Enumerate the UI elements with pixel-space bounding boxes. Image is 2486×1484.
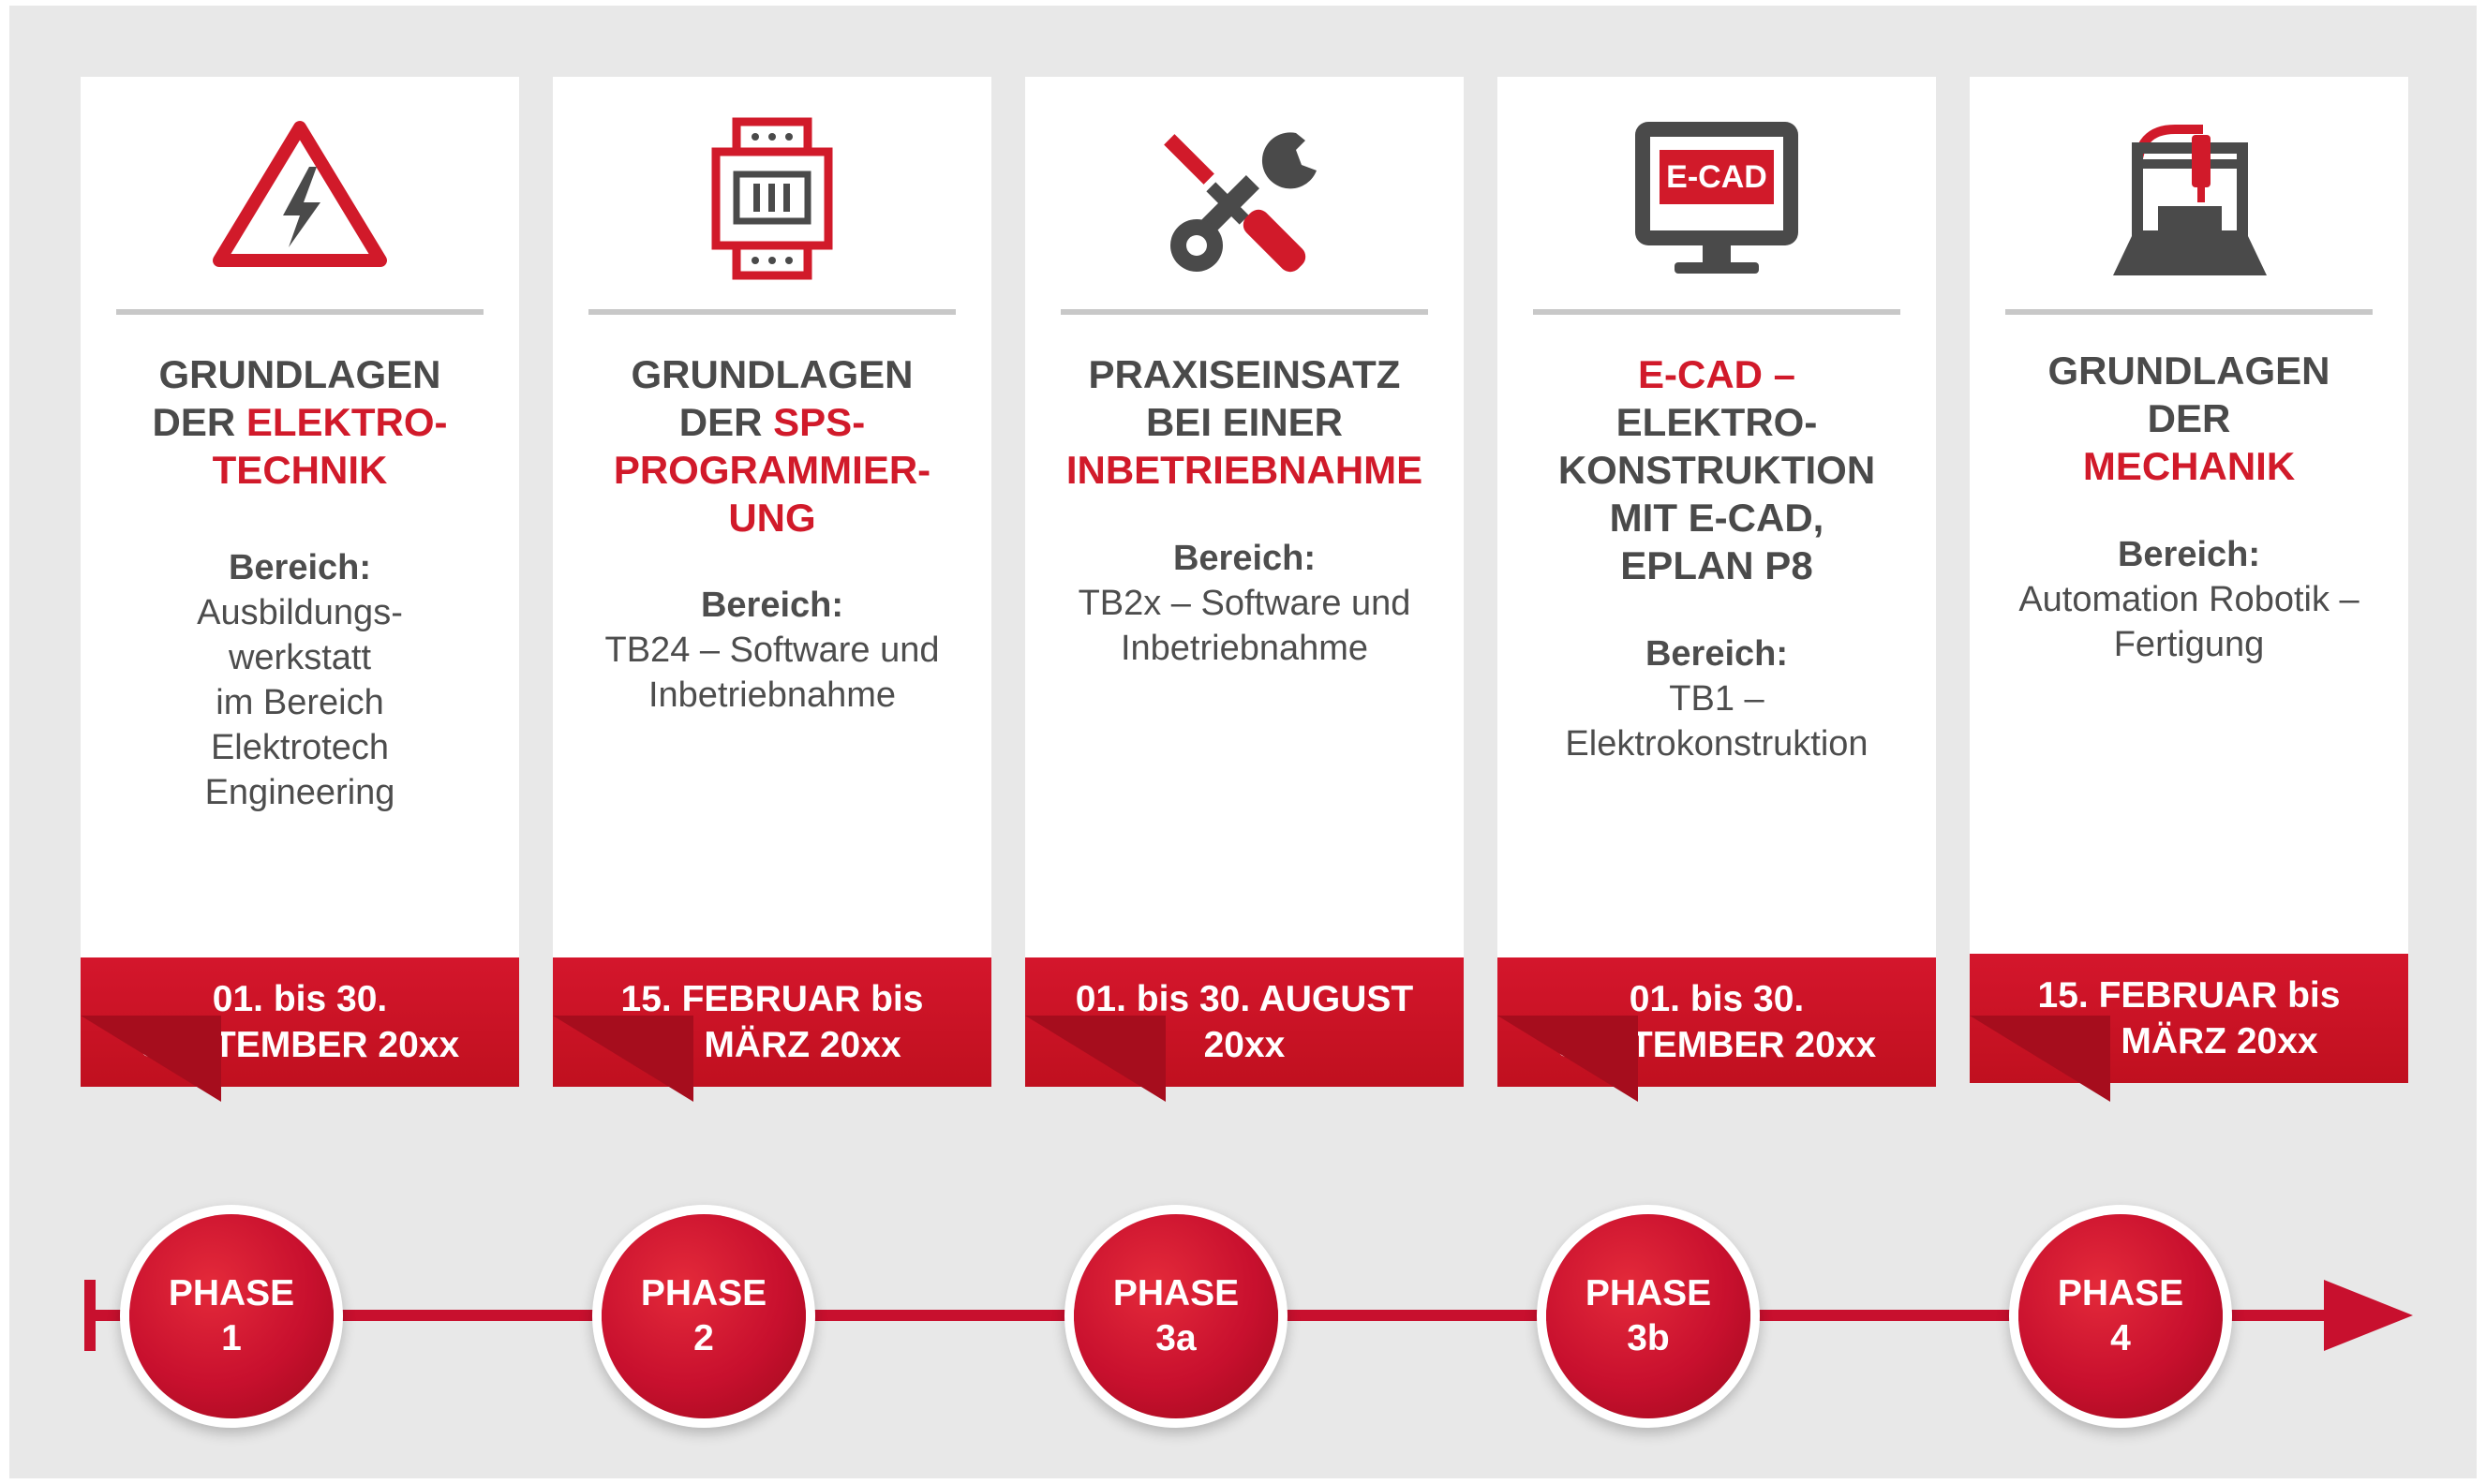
card-bereich: Bereich: Automation Robotik – Fertigung xyxy=(2018,535,2359,664)
card-title: E-CAD – ELEKTRO- KONSTRUKTION MIT E-CAD,… xyxy=(1557,352,1876,587)
card-bereich: Bereich: TB1 – Elektrokonstruktion xyxy=(1565,634,1868,764)
banner-fold xyxy=(1025,1016,1166,1102)
ecad-monitor-icon: E-CAD xyxy=(1497,114,1936,320)
banner-fold xyxy=(1970,1016,2110,1102)
timeline-infographic: GRUNDLAGEN DER ELEKTRO- TECHNIK Bereich:… xyxy=(9,6,2477,1478)
card-divider xyxy=(2005,309,2373,315)
phase-card-4: GRUNDLAGEN DER MECHANIK Bereich: Automat… xyxy=(1970,77,2408,1083)
card-bereich: Bereich: Ausbildungs- werkstatt im Berei… xyxy=(197,548,403,812)
high-voltage-warning-icon xyxy=(81,114,519,320)
screwdriver-wrench-icon xyxy=(1025,114,1464,320)
card-bereich: Bereich: TB24 – Software und Inbetriebna… xyxy=(604,586,940,715)
phase-card-3b: E-CAD E-CAD – ELEKTRO- KONSTRUKTION MIT … xyxy=(1497,77,1936,1087)
card-bereich: Bereich: TB2x – Software und Inbetriebna… xyxy=(1078,539,1411,668)
plc-module-icon xyxy=(553,114,991,320)
card-divider xyxy=(116,309,484,315)
card-title: GRUNDLAGEN DER SPS- PROGRAMMIER- UNG xyxy=(613,352,931,540)
banner-fold xyxy=(1497,1016,1638,1102)
ecad-icon-label: E-CAD xyxy=(1666,159,1767,195)
phase-card-1: GRUNDLAGEN DER ELEKTRO- TECHNIK Bereich:… xyxy=(81,77,519,1087)
card-divider xyxy=(1061,309,1428,315)
banner-fold xyxy=(81,1016,221,1102)
phase-card-2: GRUNDLAGEN DER SPS- PROGRAMMIER- UNG Ber… xyxy=(553,77,991,1087)
timeline-arrow-head xyxy=(2324,1280,2413,1351)
card-title: GRUNDLAGEN DER MECHANIK xyxy=(2047,349,2330,488)
card-divider xyxy=(1533,309,1900,315)
card-title: GRUNDLAGEN DER ELEKTRO- TECHNIK xyxy=(152,352,448,492)
phase-card-3a: PRAXISEINSATZ BEI EINER INBETRIEBNAHME B… xyxy=(1025,77,1464,1087)
3d-printer-laptop-icon xyxy=(1970,114,2408,320)
banner-fold xyxy=(553,1016,693,1102)
card-divider xyxy=(588,309,956,315)
card-title: PRAXISEINSATZ BEI EINER INBETRIEBNAHME xyxy=(1065,352,1423,492)
